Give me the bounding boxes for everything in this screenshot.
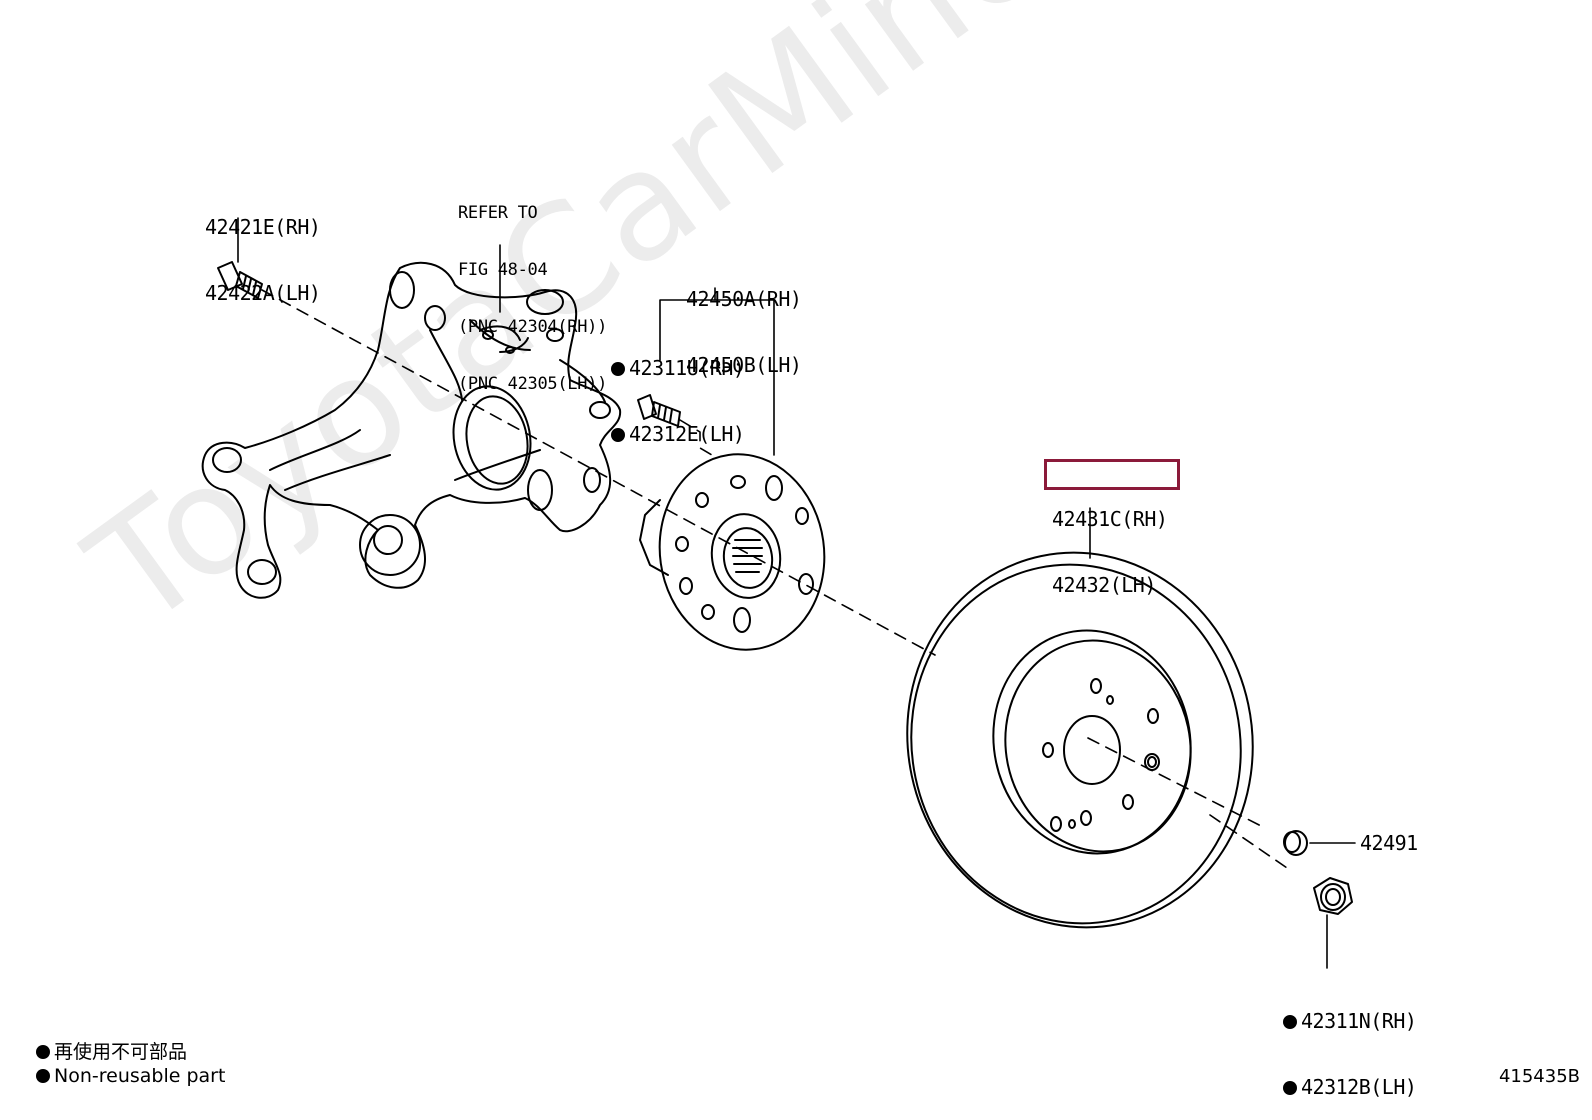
- knuckle-bolt: [217, 261, 263, 299]
- highlighted-part-frame: [1044, 459, 1180, 490]
- figure-number: 415435B: [1498, 1066, 1580, 1087]
- non-reusable-dot: [1283, 1015, 1297, 1029]
- disc-part-lh[interactable]: 42432(LH): [1052, 573, 1156, 597]
- nut-part-lh[interactable]: 42312B(LH): [1301, 1075, 1417, 1099]
- bolt-label: 42421E(RH) 42422A(LH): [205, 172, 321, 326]
- screw-label[interactable]: 42491: [1360, 831, 1418, 855]
- hub-part-rh[interactable]: 42450A(RH): [686, 287, 802, 311]
- legend-english: Non-reusable part: [36, 1064, 225, 1088]
- nut-label: 42311N(RH) 42312B(LH): [1283, 966, 1417, 1120]
- leader-lines: [237, 217, 1356, 969]
- hub-nut: [1313, 877, 1353, 915]
- non-reusable-dot: [1283, 1081, 1297, 1095]
- hub-bolt: [637, 394, 681, 427]
- legend-japanese: 再使用不可部品: [36, 1040, 187, 1064]
- hub-part-lh[interactable]: 42450B(LH): [686, 353, 802, 377]
- nut-part-rh[interactable]: 42311N(RH): [1301, 1009, 1417, 1033]
- non-reusable-dot: [611, 428, 625, 442]
- refer-line-2[interactable]: FIG 48-04: [458, 260, 548, 280]
- legend-dot: [36, 1069, 50, 1083]
- legend-dot: [36, 1045, 50, 1059]
- disc-part-rh[interactable]: 42431C(RH): [1052, 507, 1168, 531]
- refer-line-4[interactable]: (PNC 42305(LH)): [458, 374, 608, 394]
- hub-bearing-assembly: [639, 453, 826, 651]
- brake-disc: [906, 551, 1254, 929]
- steering-knuckle: [201, 261, 622, 599]
- hub-bolt-label: 42311U(RH) 42312E(LH): [611, 313, 745, 467]
- non-reusable-dot: [611, 362, 625, 376]
- hub-bolt-part-rh[interactable]: 42311U(RH): [629, 356, 745, 380]
- bolt-part-rh[interactable]: 42421E(RH): [205, 215, 321, 239]
- hub-label: 42450A(RH) 42450B(LH): [686, 244, 802, 398]
- hub-bolt-part-lh[interactable]: 42312E(LH): [629, 422, 745, 446]
- disc-label: 42431C(RH) 42432(LH): [1052, 464, 1168, 618]
- bolt-part-lh[interactable]: 42422A(LH): [205, 281, 321, 305]
- set-screw: [1283, 830, 1308, 856]
- knuckle-reference: REFER TO FIG 48-04 (PNC 42304(RH)) (PNC …: [458, 166, 607, 413]
- refer-line-3[interactable]: (PNC 42304(RH)): [458, 317, 608, 337]
- refer-line-1: REFER TO: [458, 203, 538, 223]
